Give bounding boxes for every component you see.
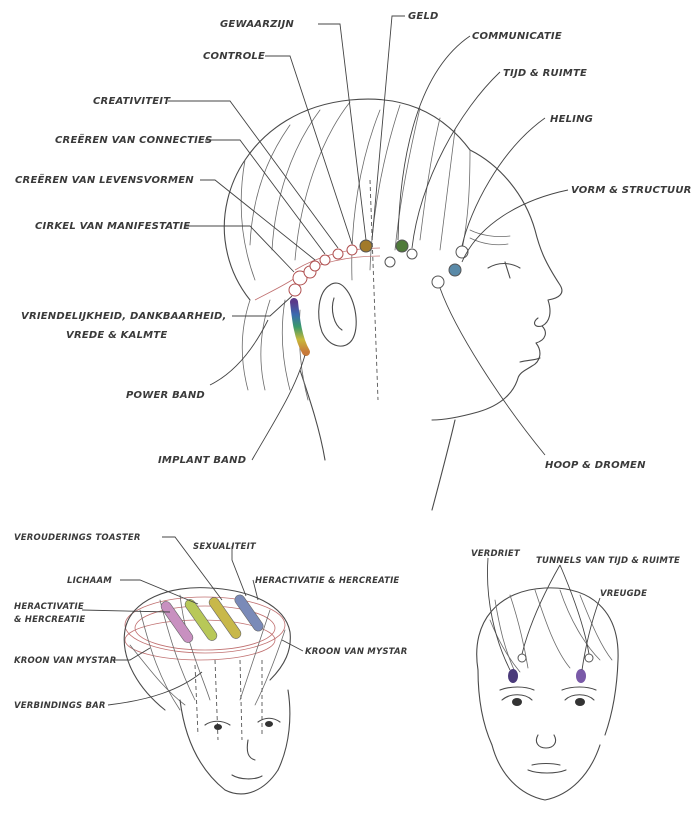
point-hoop-dromen <box>432 276 444 288</box>
point-vriendelijkheid <box>289 284 301 296</box>
top-view-head <box>124 588 290 794</box>
point-tunnels-left <box>518 654 526 662</box>
label-vriendelijkheid-line1: VRIENDELIJKHEID, DANKBAARHEID, <box>21 311 227 322</box>
label-geld: GELD <box>408 11 439 22</box>
front-view-leaders <box>487 558 600 670</box>
label-lichaam: LICHAAM <box>67 576 112 586</box>
point-communicatie <box>396 240 408 252</box>
label-hoop-dromen: HOOP & DROMEN <box>545 460 646 471</box>
label-heractivatie-left-line1: HERACTIVATIE <box>14 602 84 612</box>
point-heling <box>456 246 468 258</box>
label-cirkel-manifestatie: CIRKEL VAN MANIFESTATIE <box>35 221 190 232</box>
label-verdriet: VERDRIET <box>471 549 521 559</box>
label-controle: CONTROLE <box>203 51 265 62</box>
point-creeren-levensvormen <box>310 261 320 271</box>
label-heling: HELING <box>550 114 593 125</box>
point-gewaarzijn <box>360 240 372 252</box>
point-tijd-ruimte <box>407 249 417 259</box>
point-creeren-connecties <box>320 255 330 265</box>
point-verdriet <box>508 669 518 683</box>
point-vorm-structuur <box>449 264 461 276</box>
side-view-leaders <box>168 16 568 460</box>
power-band <box>294 302 306 352</box>
top-view-labels: VEROUDERINGS TOASTER SEXUALITEIT LICHAAM… <box>14 533 408 711</box>
label-implant-band: IMPLANT BAND <box>158 455 246 466</box>
side-view-head <box>224 99 562 510</box>
label-heractivatie-left-line2: & HERCREATIE <box>14 615 85 625</box>
side-view-labels: GEWAARZIJN GELD COMMUNICATIE CONTROLE TI… <box>15 11 692 471</box>
label-vreugde: VREUGDE <box>600 589 647 599</box>
label-creeren-connecties: CREËREN VAN CONNECTIES <box>55 132 212 146</box>
label-tijd-ruimte: TIJD & RUIMTE <box>503 68 587 79</box>
label-heractivatie-right: HERACTIVATIE & HERCREATIE <box>255 576 399 586</box>
label-creeren-levensvormen: CREËREN VAN LEVENSVORMEN <box>15 172 194 186</box>
label-verouderings-toaster: VEROUDERINGS TOASTER <box>14 533 141 543</box>
side-view-points <box>289 240 468 352</box>
point-creativiteit <box>333 249 343 259</box>
label-tunnels: TUNNELS VAN TIJD & RUIMTE <box>536 556 680 566</box>
point-tunnels-right <box>585 654 593 662</box>
label-communicatie: COMMUNICATIE <box>472 31 562 42</box>
label-vriendelijkheid-line2: VREDE & KALMTE <box>66 330 167 341</box>
point-geld <box>385 257 395 267</box>
label-creativiteit: CREATIVITEIT <box>93 96 171 107</box>
label-power-band: POWER BAND <box>126 390 205 401</box>
front-view-head <box>477 588 618 800</box>
label-gewaarzijn: GEWAARZIJN <box>220 19 294 30</box>
point-controle <box>347 245 357 255</box>
label-vorm-structuur: VORM & STRUCTUUR <box>571 185 692 196</box>
label-verbindings-bar: VERBINDINGS BAR <box>14 701 106 711</box>
label-kroon-right: KROON VAN MYSTAR <box>305 647 408 657</box>
label-kroon-left: KROON VAN MYSTAR <box>14 656 117 666</box>
point-vreugde <box>576 669 586 683</box>
label-sexualiteit: SEXUALITEIT <box>193 542 257 552</box>
